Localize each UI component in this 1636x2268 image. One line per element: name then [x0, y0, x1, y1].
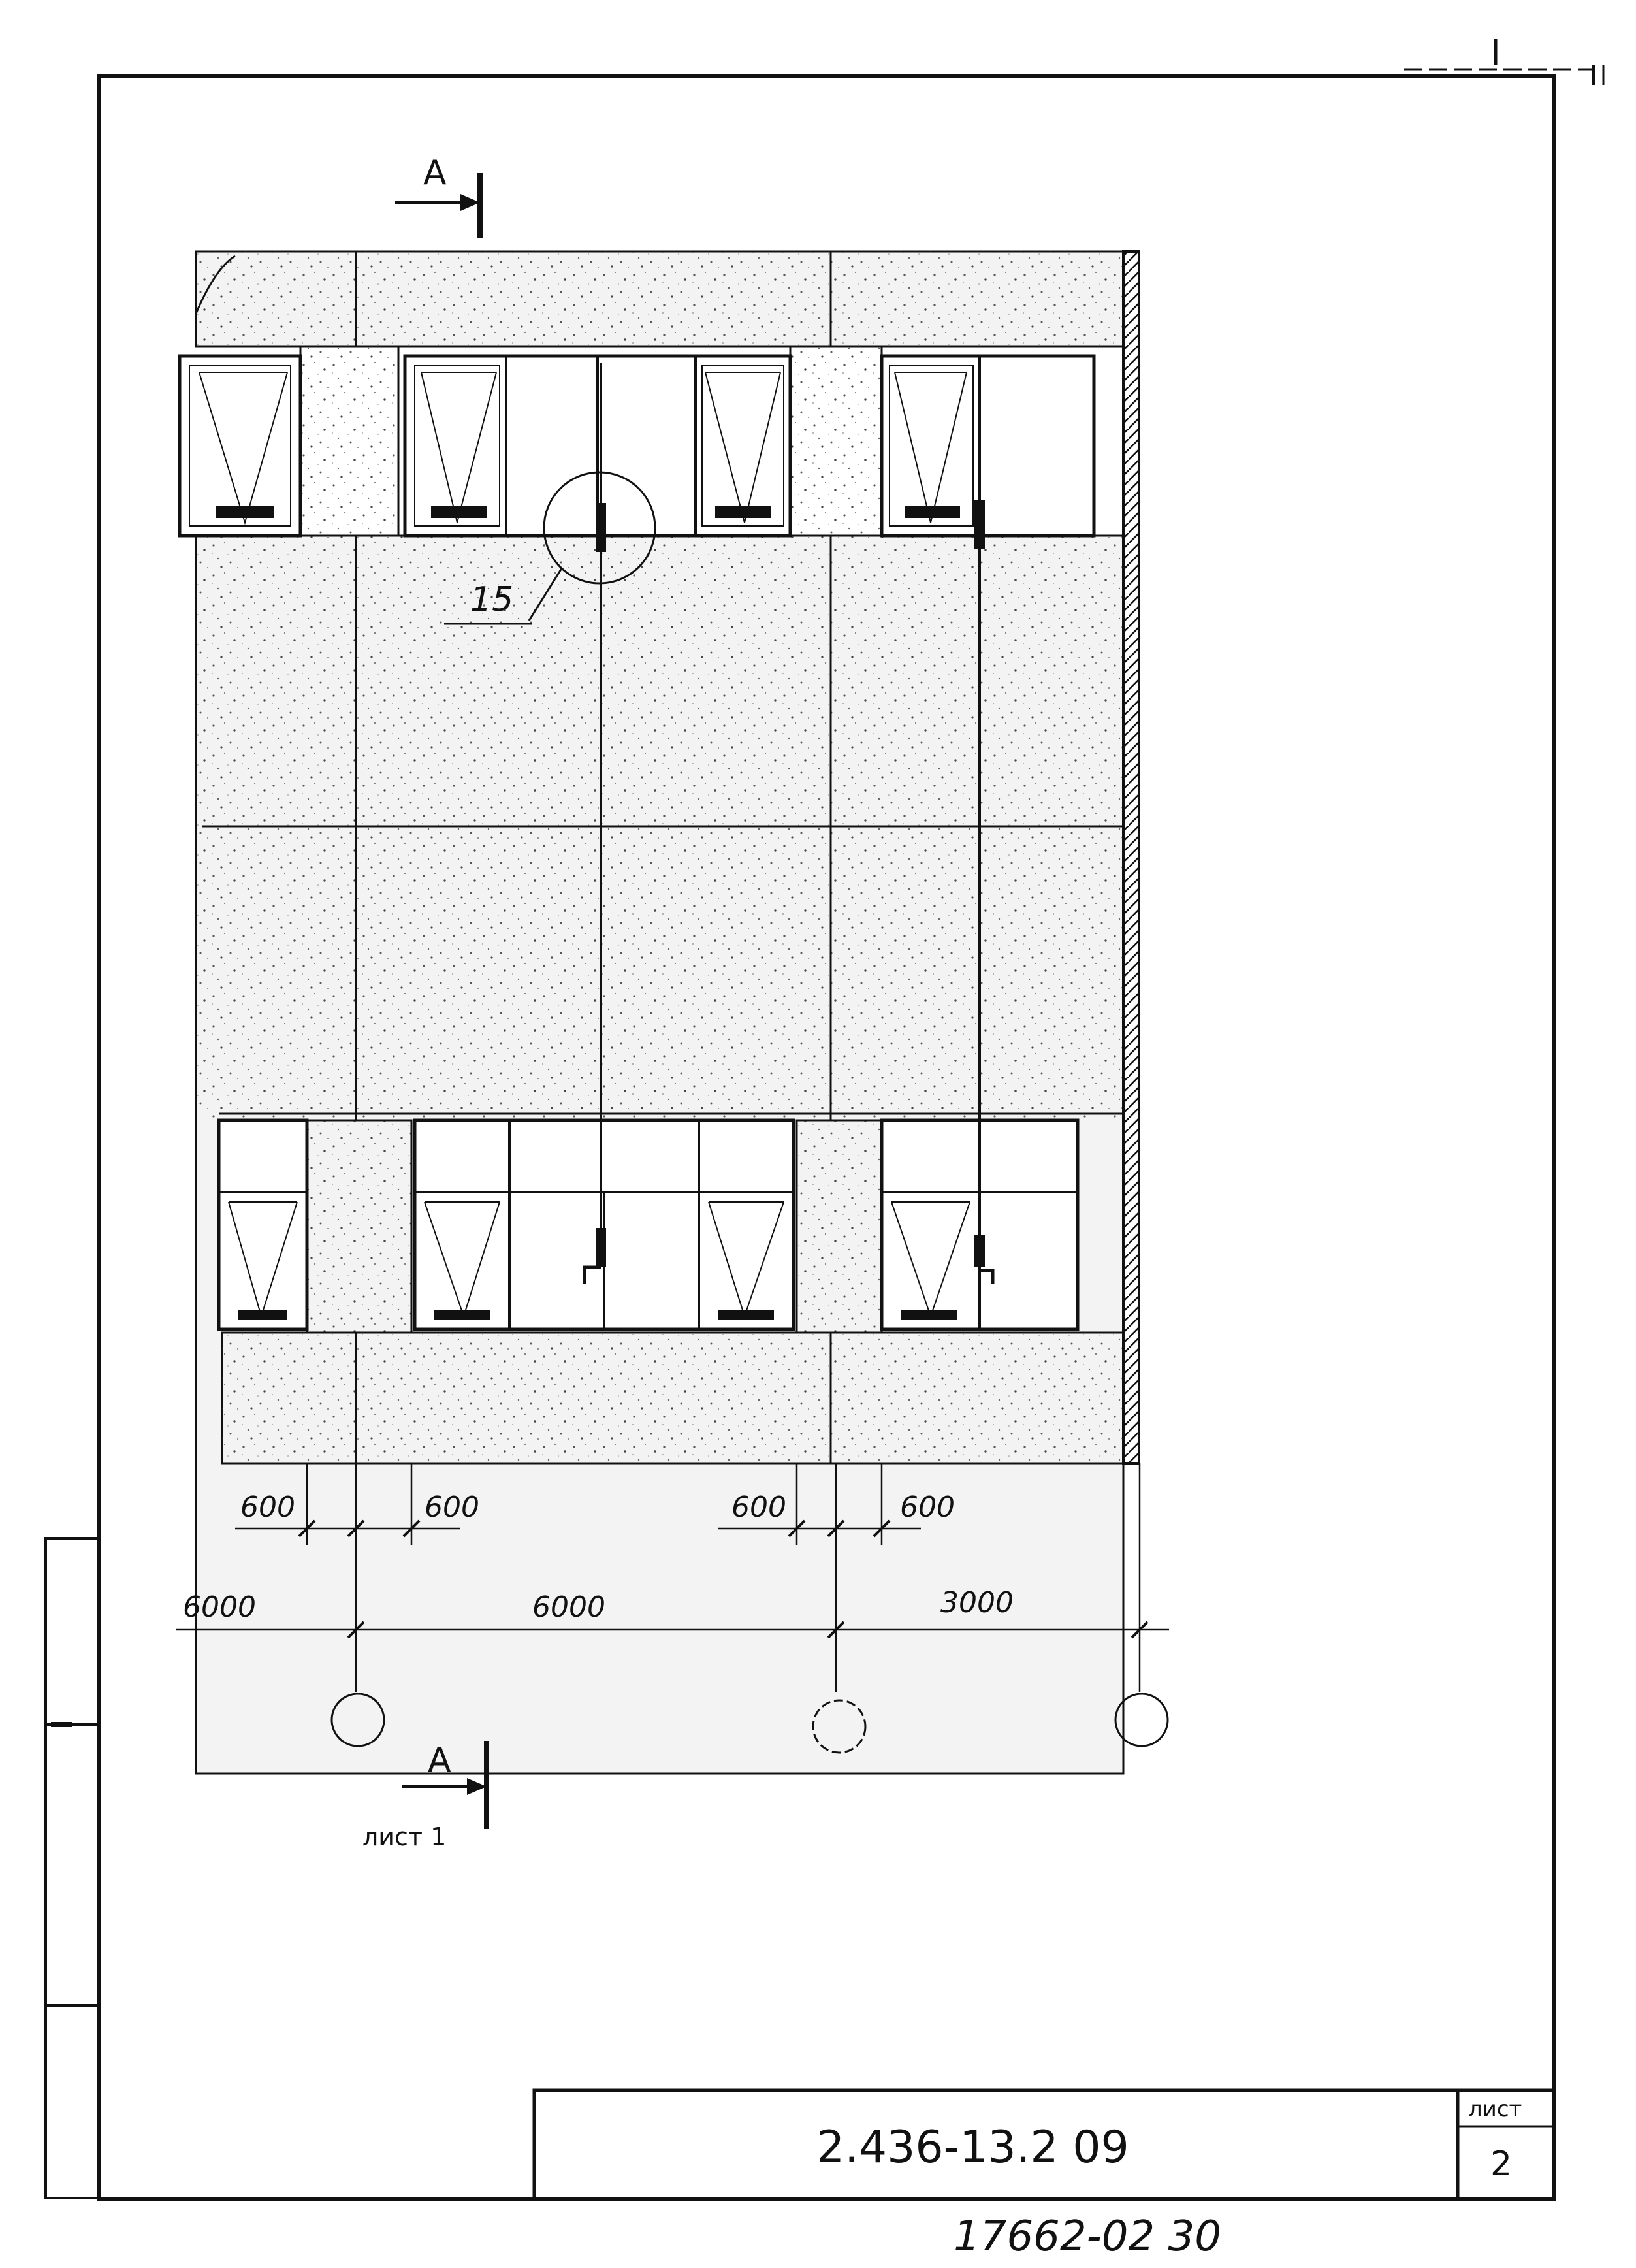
drawing-code: 2.436-13.2 09	[816, 2122, 1129, 2173]
sheet-number: 2	[1490, 2145, 1512, 2184]
dim-6000-middle: 6000	[532, 1591, 605, 1624]
section-sheet-ref: лист 1	[362, 1822, 446, 1851]
title-block	[532, 2088, 1556, 2201]
section-mark-top	[395, 173, 483, 238]
dim-600-1: 600	[240, 1491, 295, 1524]
window-row-lower	[217, 1118, 1080, 1331]
archive-number: 17662-02 30	[954, 2212, 1221, 2261]
section-label-top: A	[423, 154, 447, 193]
window-lower-2	[413, 1118, 795, 1331]
axis-markers	[330, 1693, 1169, 1754]
dimension-lines	[176, 1463, 1169, 1692]
dim-6000-left: 6000	[183, 1591, 256, 1624]
wall-section-hatch	[1122, 250, 1140, 1465]
node-callout	[444, 471, 656, 625]
window-row-upper	[178, 354, 1096, 538]
axis-marker-3	[1114, 1693, 1169, 1747]
binding-strip	[44, 1537, 101, 2199]
section-label-bottom: A	[428, 1741, 451, 1780]
sheet-label: лист	[1468, 2096, 1522, 2122]
dim-600-3: 600	[731, 1491, 786, 1524]
window-upper-1	[178, 354, 302, 538]
dim-600-2: 600	[425, 1491, 479, 1524]
window-upper-3	[880, 354, 1096, 538]
axis-marker-1	[330, 1693, 385, 1747]
dim-3000-right: 3000	[940, 1586, 1014, 1619]
dim-600-4: 600	[900, 1491, 955, 1524]
control-rods	[583, 363, 995, 1284]
axis-marker-2	[812, 1699, 867, 1754]
section-mark-bottom	[402, 1741, 489, 1829]
window-lower-1	[217, 1118, 309, 1331]
callout-number: 15	[470, 580, 513, 619]
